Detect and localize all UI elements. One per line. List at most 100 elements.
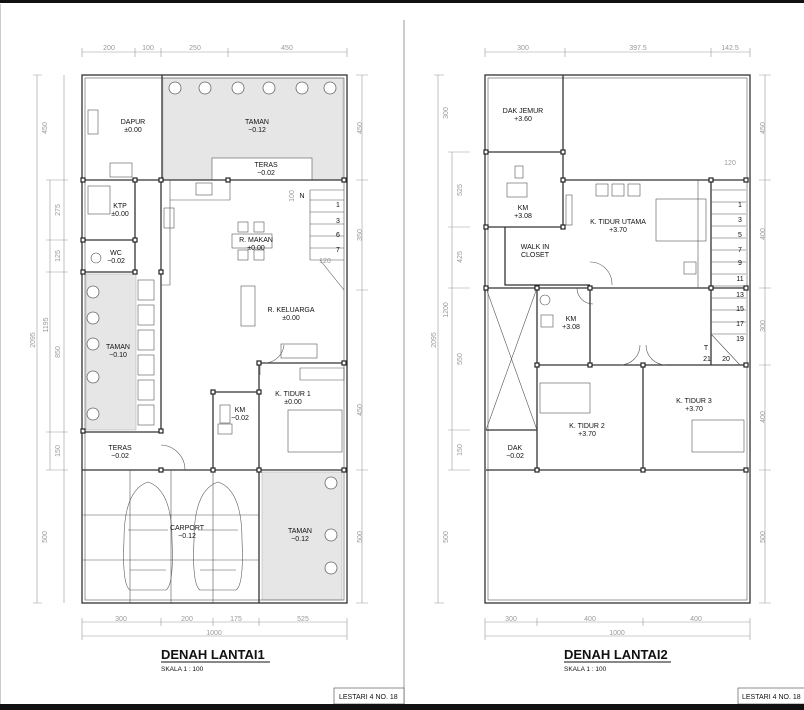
dim-right: 400 <box>760 411 767 423</box>
room-name: KTP <box>113 203 127 210</box>
room-name: TAMAN <box>106 344 130 351</box>
dim-right: 450 <box>357 404 364 416</box>
room-name: KM <box>518 205 529 212</box>
dim-left: 550 <box>457 353 464 365</box>
plan2-stair-marks: 1 3 5 7 9 11 13 15 17 19 T 21 20 <box>703 202 744 363</box>
dim-left: 275 <box>55 204 62 216</box>
room-name: R. MAKAN <box>239 237 273 244</box>
dim-right: 450 <box>760 122 767 134</box>
room-level: −0.02 <box>111 453 129 460</box>
room-name: K. TIDUR UTAMA <box>590 219 646 226</box>
dim-right: 350 <box>357 229 364 241</box>
room-level: ±0.00 <box>111 211 129 218</box>
room-name: DAK <box>508 445 523 452</box>
room-level: −0.12 <box>248 127 266 134</box>
room-level: ±0.00 <box>282 315 300 322</box>
plan1-columns <box>80 177 347 473</box>
dim-top: 142.5 <box>721 45 739 52</box>
plan1-door-swings <box>160 344 285 471</box>
plan2-title: DENAH LANTAI2 <box>564 647 668 662</box>
room-name: KM <box>235 407 246 414</box>
north-mark: N <box>299 193 304 200</box>
stair-step: 9 <box>738 260 742 267</box>
plan2-columns <box>483 149 749 473</box>
dim-right: 450 <box>357 122 364 134</box>
stair-step: 11 <box>736 276 743 283</box>
top-border <box>0 0 804 3</box>
room-level: −0.12 <box>178 533 196 540</box>
dim-left: 500 <box>443 531 450 543</box>
stair-step: 17 <box>736 321 744 328</box>
room-name: DAPUR <box>121 119 146 126</box>
dim-bottom: 400 <box>690 616 702 623</box>
room-level: −0.10 <box>109 352 127 359</box>
room-level: ±0.00 <box>124 127 142 134</box>
plan1-room-labels: DAPUR ±0.00 TAMAN −0.12 TERAS −0.02 KTP … <box>106 119 315 543</box>
dim-right: 400 <box>760 228 767 240</box>
dim-left: 450 <box>42 122 49 134</box>
plan-lantai-1: 200 100 250 450 300 200 175 525 1000 450… <box>30 45 405 705</box>
dim-left: 850 <box>55 346 62 358</box>
plan2-stamp: LESTARI 4 NO. 18 <box>742 694 801 701</box>
plan2-scale: SKALA 1 : 100 <box>564 666 607 673</box>
stair-step: 7 <box>738 247 742 254</box>
room-level: −0.02 <box>107 258 125 265</box>
dim-top: 450 <box>281 45 293 52</box>
dim-bottom: 300 <box>505 616 517 623</box>
dim-left: 500 <box>42 531 49 543</box>
stair-step: 20 <box>722 356 730 363</box>
plan2-furniture <box>506 165 745 453</box>
dim-left: 300 <box>443 107 450 119</box>
dim-right: 500 <box>760 531 767 543</box>
dim-top: 300 <box>517 45 529 52</box>
plan1-outer-wall <box>81 74 348 604</box>
room-name: WALK IN <box>521 244 550 251</box>
room-level: +3.70 <box>609 227 627 234</box>
dim-right: 500 <box>357 531 364 543</box>
stair-step: T <box>704 345 709 352</box>
stair-step: 3 <box>738 217 742 224</box>
room-level: +3.08 <box>562 324 580 331</box>
plan1-stamp: LESTARI 4 NO. 18 <box>339 694 398 701</box>
dim-left: 150 <box>55 445 62 457</box>
room-level: −0.02 <box>257 170 275 177</box>
plan1-dimension-lines <box>33 48 368 640</box>
stair-step: 6 <box>336 232 340 239</box>
room-name: WC <box>110 250 122 257</box>
room-level: +3.60 <box>514 116 532 123</box>
plant-icons <box>86 81 338 575</box>
room-name: CARPORT <box>170 525 205 532</box>
room-name: K. TIDUR 3 <box>676 398 712 405</box>
dim-bottom: 525 <box>297 616 309 623</box>
room-level: +3.08 <box>514 213 532 220</box>
plan2-dimension-lines <box>434 48 771 640</box>
room-level: +3.70 <box>685 406 703 413</box>
plan2-room-labels: DAK JEMUR +3.60 KM +3.08 K. TIDUR UTAMA … <box>503 108 712 460</box>
room-level: −0.12 <box>291 536 309 543</box>
plan1-detail-lines <box>82 180 345 603</box>
stair-step: 1 <box>336 202 340 209</box>
dim-top: 200 <box>103 45 115 52</box>
dim-left-mid: 1200 <box>443 302 450 318</box>
dim-total-bottom: 1000 <box>609 630 625 637</box>
dim-left: 425 <box>457 251 464 263</box>
dim-bottom: 300 <box>115 616 127 623</box>
stair-side-dim: 100 <box>289 190 296 202</box>
dim-bottom: 400 <box>584 616 596 623</box>
dim-bottom: 200 <box>181 616 193 623</box>
room-level: −0.02 <box>231 415 249 422</box>
stair-step: 13 <box>736 292 744 299</box>
stair-step: 15 <box>736 306 744 313</box>
dim-total-bottom: 1000 <box>206 630 222 637</box>
car-icons <box>123 481 243 591</box>
plan2-door-swings <box>576 261 667 366</box>
stair-dim: 120 <box>724 160 736 167</box>
room-name: DAK JEMUR <box>503 108 543 115</box>
room-level: +3.70 <box>578 431 596 438</box>
room-name: K. TIDUR 1 <box>275 391 311 398</box>
dim-left: 150 <box>457 444 464 456</box>
plan-lantai-2: 300 397.5 142.5 300 400 400 1000 300 525… <box>431 45 804 705</box>
plan2-detail-lines <box>485 180 746 431</box>
stair-step: 1 <box>738 202 742 209</box>
